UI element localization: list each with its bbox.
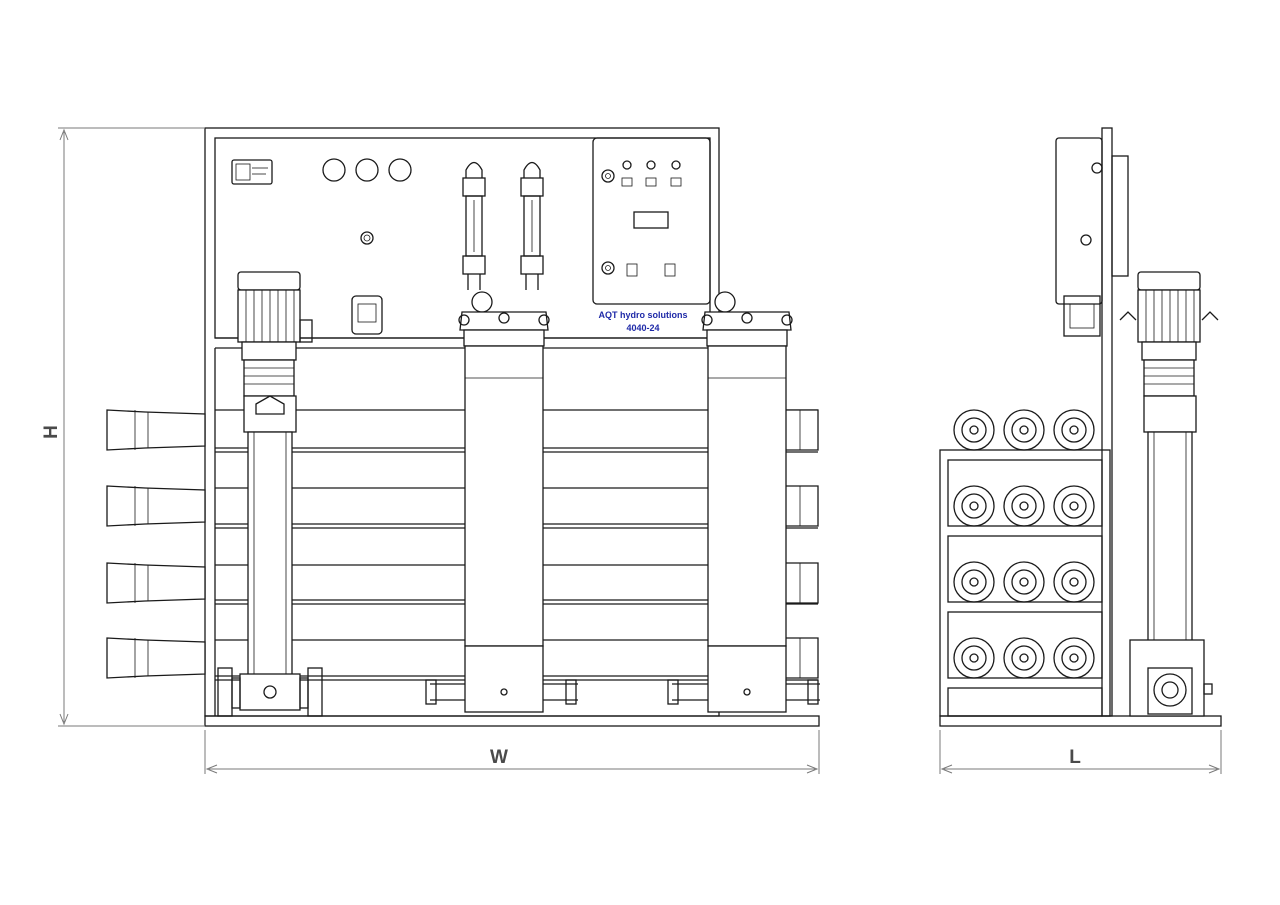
flow-meter-left xyxy=(462,161,486,290)
dimension-h-label: H xyxy=(41,425,62,439)
side-control-box xyxy=(1055,137,1129,337)
valve-knob-icon xyxy=(360,231,374,245)
side-view xyxy=(939,127,1222,727)
cartridge-filter-1 xyxy=(425,291,578,713)
dimension-lines xyxy=(58,127,1222,774)
model-label: 4040-24 xyxy=(626,323,659,333)
dimension-l-label: L xyxy=(1069,747,1081,768)
front-view: AQT hydro solutions 4040-24 xyxy=(106,127,820,727)
cartridge-filter-2 xyxy=(667,291,820,713)
membrane-end-caps xyxy=(953,409,1095,679)
right-end-caps xyxy=(784,409,819,679)
left-end-caps xyxy=(106,409,206,679)
side-base xyxy=(939,715,1222,727)
dimension-w-label: W xyxy=(490,747,508,768)
warning-sign-icon xyxy=(231,159,273,185)
brand-label: AQT hydro solutions xyxy=(599,310,688,320)
conductivity-meter-icon xyxy=(351,295,383,335)
flow-meter-right xyxy=(520,161,544,290)
side-post xyxy=(1101,127,1113,717)
base-plate xyxy=(204,715,820,727)
electrical-control-box xyxy=(592,137,711,305)
side-pump xyxy=(1119,271,1219,717)
high-pressure-pump xyxy=(217,271,323,717)
pressure-gauges xyxy=(322,158,412,182)
